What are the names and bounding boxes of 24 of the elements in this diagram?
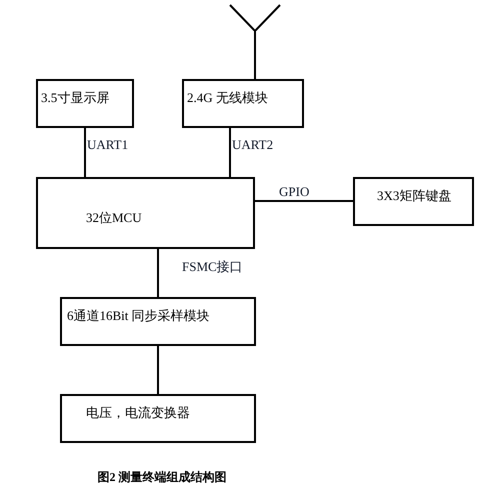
edge-label: UART2 [232,137,274,153]
module-box [36,177,255,249]
edge-label: FSMC接口 [182,258,243,276]
module-box [353,177,474,226]
box-label: 电压，电流变换器 [86,404,190,422]
module-box [60,394,256,443]
box-label: 3.5寸显示屏 [41,89,110,107]
module-box [36,79,134,128]
connector-line [229,128,231,177]
module-box [60,297,256,346]
antenna-icon [228,3,282,31]
connector-line [84,128,86,177]
box-label: 2.4G 无线模块 [187,89,268,107]
connector-line [157,249,159,297]
edge-label: UART1 [87,137,128,153]
box-label: 6通道16Bit 同步采样模块 [67,307,210,325]
connector-line [157,346,159,394]
box-label: 32位MCU [86,209,142,227]
box-label: 3X3矩阵键盘 [377,187,452,205]
connector-line [254,31,256,79]
connector-line [255,200,353,202]
edge-label: GPIO [279,184,310,200]
module-box [182,79,304,128]
figure-caption: 图2 测量终端组成结构图 [96,469,228,486]
